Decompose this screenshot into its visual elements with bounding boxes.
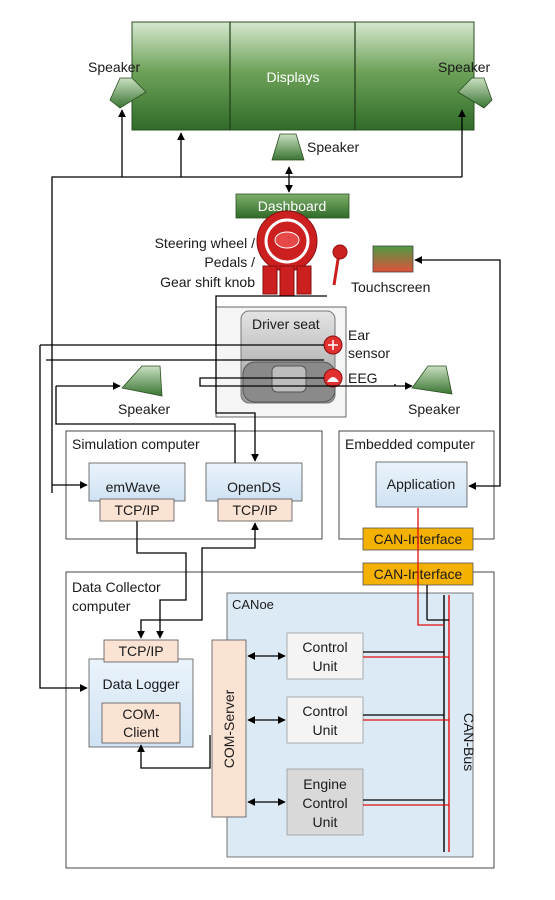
com-server-label: COM-Server bbox=[221, 689, 237, 768]
engine-label-2: Control bbox=[302, 795, 347, 811]
displays: Displays bbox=[131, 21, 475, 131]
eeg-icon bbox=[323, 368, 343, 388]
speaker-mid-left-icon bbox=[121, 365, 163, 397]
steering-label-2: Pedals / bbox=[204, 254, 255, 270]
driver-seat-label: Driver seat bbox=[252, 316, 320, 332]
steering-wheel-icon bbox=[256, 210, 318, 297]
engine-label-3: Unit bbox=[313, 814, 338, 830]
speaker-mid-right-icon bbox=[411, 365, 453, 395]
connectors bbox=[39, 109, 501, 806]
emwave-label: emWave bbox=[106, 479, 161, 495]
speaker-right-icon bbox=[457, 77, 493, 109]
steering-label-1: Steering wheel / bbox=[155, 235, 256, 251]
data-collector-label-2: computer bbox=[72, 598, 131, 614]
engine-control-unit-box bbox=[286, 768, 364, 836]
logger-tcpip-label: TCP/IP bbox=[118, 643, 163, 659]
com-client-label-2: Client bbox=[123, 724, 159, 740]
steering-label-3: Gear shift knob bbox=[160, 274, 255, 290]
speaker-left-label: Speaker bbox=[88, 59, 140, 75]
can-bus-label: CAN-Bus bbox=[461, 713, 477, 771]
logger-tcpip-box bbox=[103, 639, 179, 663]
control-unit-2-label-2: Unit bbox=[313, 722, 338, 738]
ear-sensor-label-2: sensor bbox=[348, 345, 390, 361]
opends-tcpip-label: TCP/IP bbox=[232, 502, 277, 518]
touchscreen-label: Touchscreen bbox=[351, 279, 430, 295]
simulation-computer-label: Simulation computer bbox=[72, 436, 200, 452]
displays-label: Displays bbox=[267, 69, 320, 85]
speaker-left-icon bbox=[109, 77, 147, 109]
control-unit-1-label-2: Unit bbox=[313, 658, 338, 674]
speaker-center-icon bbox=[271, 133, 305, 161]
dashboard-label: Dashboard bbox=[258, 198, 327, 214]
control-unit-1-box bbox=[286, 632, 364, 680]
com-server-box bbox=[211, 639, 247, 818]
control-unit-2-box bbox=[286, 696, 364, 744]
ear-sensor-label-1: Ear bbox=[348, 327, 370, 343]
opends-box bbox=[205, 462, 303, 502]
com-client-box bbox=[101, 702, 181, 744]
touchscreen-icon bbox=[372, 245, 414, 273]
seat-icon bbox=[240, 310, 336, 404]
application-label: Application bbox=[387, 476, 456, 492]
engine-label-1: Engine bbox=[303, 776, 347, 792]
data-collector-label-1: Data Collector bbox=[72, 579, 161, 595]
speaker-center-label: Speaker bbox=[307, 139, 359, 155]
embedded-computer-label: Embedded computer bbox=[345, 436, 475, 452]
data-logger-label: Data Logger bbox=[102, 676, 179, 692]
opends-label: OpenDS bbox=[227, 479, 281, 495]
control-unit-2-label-1: Control bbox=[302, 703, 347, 719]
emwave-tcpip-label: TCP/IP bbox=[114, 502, 159, 518]
canoe-label: CANoe bbox=[232, 597, 274, 612]
control-unit-1-label-1: Control bbox=[302, 639, 347, 655]
gear-shift-icon bbox=[332, 244, 348, 286]
eeg-label: EEG bbox=[348, 370, 378, 386]
speaker-mid-right-label: Speaker bbox=[408, 401, 460, 417]
ear-sensor-icon bbox=[323, 335, 343, 355]
can-bus-lines bbox=[363, 508, 450, 852]
emwave-box bbox=[88, 462, 186, 502]
speaker-right-label: Speaker bbox=[438, 59, 490, 75]
opends-tcpip-box bbox=[217, 498, 293, 522]
speaker-mid-left-label: Speaker bbox=[118, 401, 170, 417]
com-client-label-1: COM- bbox=[122, 706, 160, 722]
